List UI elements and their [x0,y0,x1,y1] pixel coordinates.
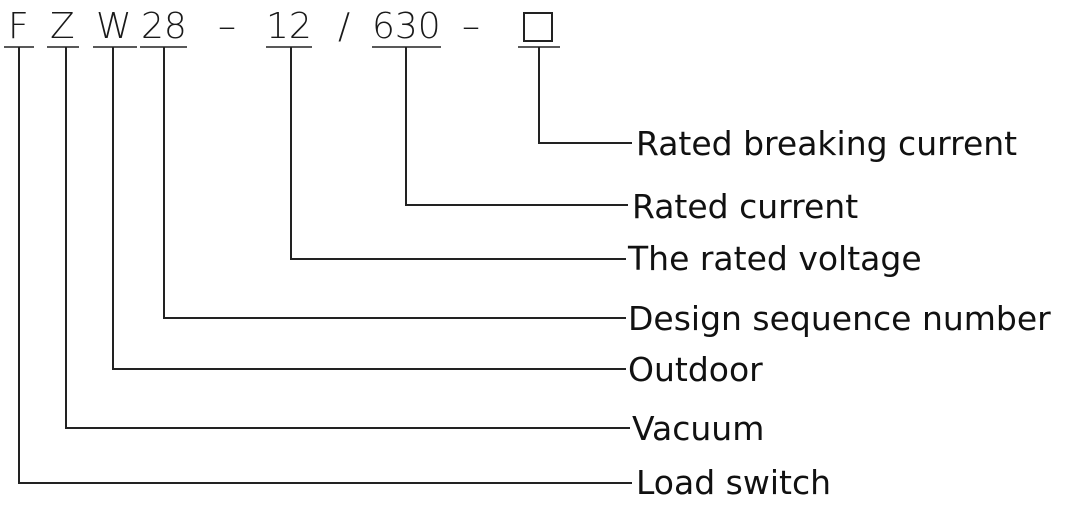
connector-lines [18,47,632,484]
label-load-switch: Load switch [636,463,831,502]
code-part-w: W [96,6,132,47]
code-part-dash-1: – [218,6,236,47]
code-part-dash-2: – [462,6,480,47]
connector-rated-voltage [290,47,626,260]
code-part-slash: / [338,6,350,47]
connector-outdoor [112,47,626,370]
empty-box-icon [523,12,553,42]
connector-design-sequence-number [163,47,626,319]
label-vacuum: Vacuum [632,409,764,448]
connector-rated-breaking-current [538,47,632,144]
label-rated-current: Rated current [632,187,858,226]
code-part-630: 630 [372,6,441,47]
label-outdoor: Outdoor [628,350,763,389]
label-rated-voltage: The rated voltage [627,239,922,278]
code-part-z: Z [50,6,75,47]
label-rated-breaking-current: Rated breaking current [636,124,1017,163]
code-part-12: 12 [266,6,312,47]
model-code: F Z W 28 – 12 / 630 – [8,6,553,47]
connector-rated-current [405,47,628,206]
connector-vacuum [65,47,630,429]
code-part-28: 28 [141,6,187,47]
labels: Rated breaking current Rated current The… [627,124,1051,502]
connector-load-switch [18,47,632,484]
code-part-f: F [8,6,29,47]
label-design-sequence-number: Design sequence number [628,299,1051,338]
